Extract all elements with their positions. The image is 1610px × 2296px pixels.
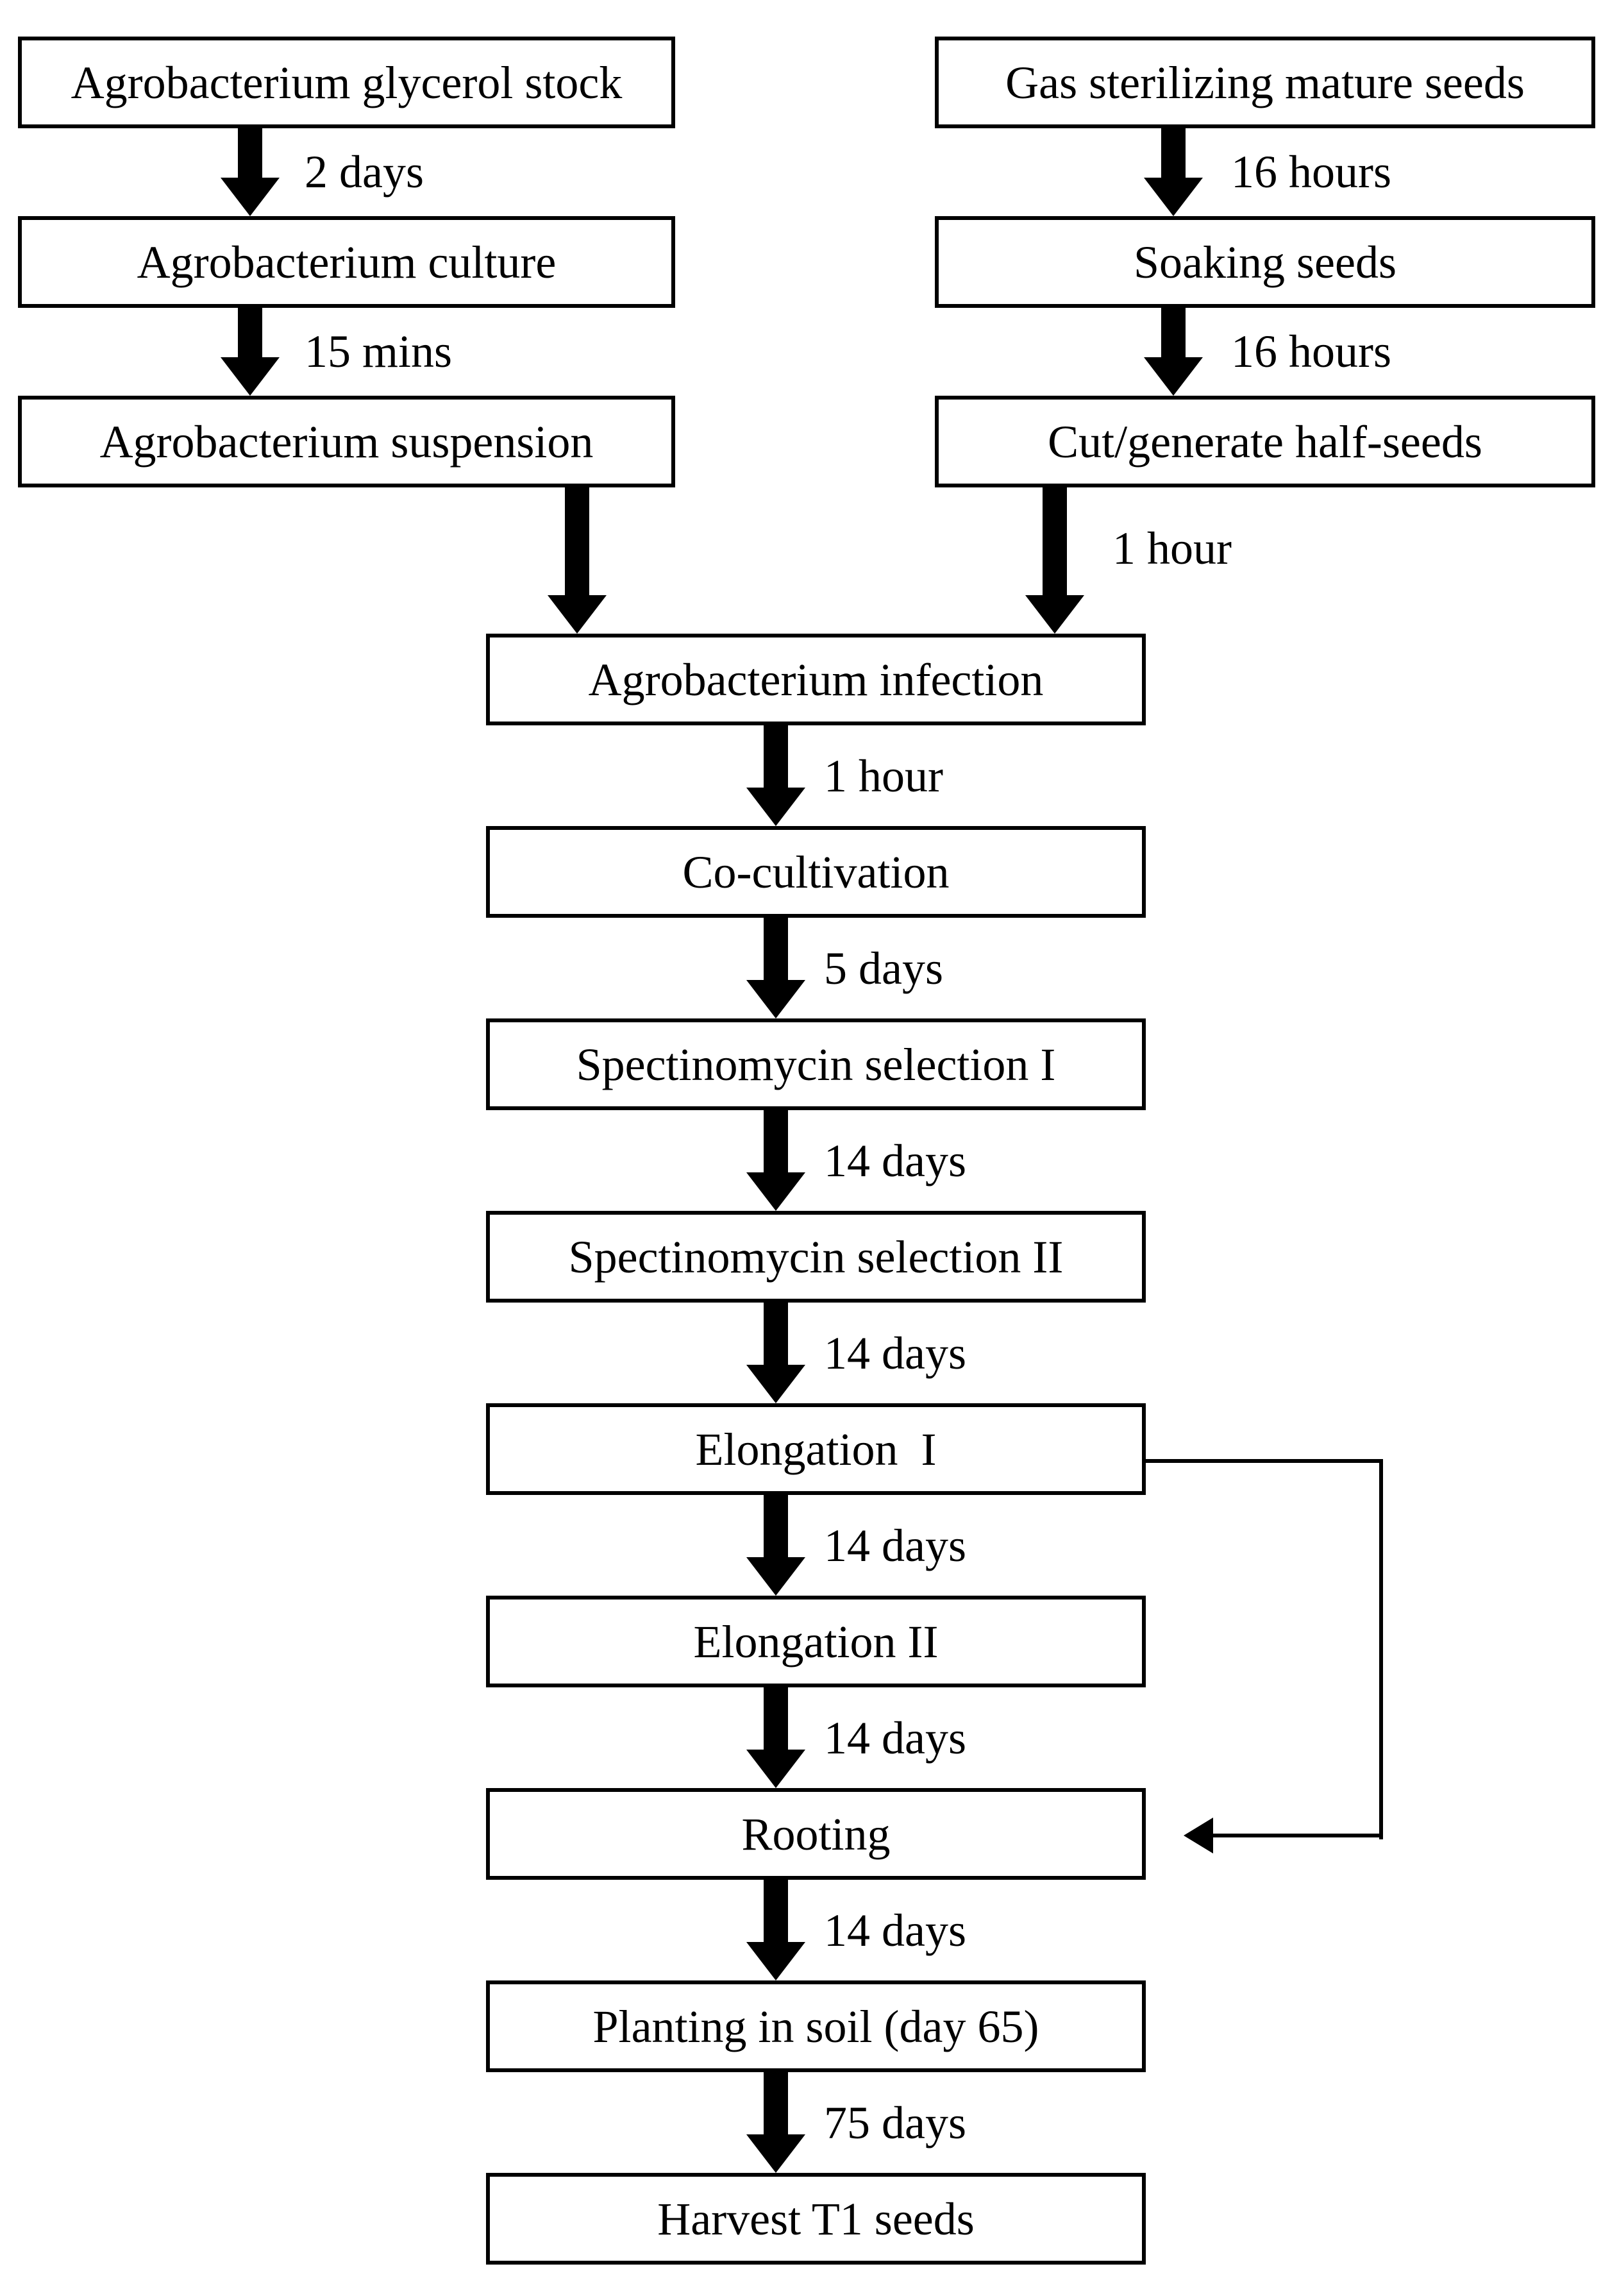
arrow-stem [764, 1495, 788, 1565]
down-arrow-icon [746, 1303, 805, 1403]
arrow-head [746, 1750, 805, 1788]
arrow-head [1144, 357, 1203, 396]
duration-label: 16 hours [1231, 146, 1391, 198]
arrow-stem [238, 308, 262, 365]
down-arrow-icon [746, 725, 805, 826]
down-arrow-icon [746, 2072, 805, 2173]
down-arrow-icon [221, 308, 280, 396]
arrow-head [746, 1172, 805, 1211]
node-elongation-1: Elongation I [486, 1403, 1146, 1495]
node-agrobacterium-glycerol-stock: Agrobacterium glycerol stock [18, 37, 675, 128]
duration-label: 14 days [824, 1135, 966, 1186]
arrow-stem [1161, 128, 1186, 185]
arrow-stem [764, 1880, 788, 1950]
arrow-stem [565, 487, 589, 603]
down-arrow-icon [1144, 128, 1203, 216]
node-spectinomycin-selection-1: Spectinomycin selection I [486, 1018, 1146, 1110]
node-harvest-t1-seeds: Harvest T1 seeds [486, 2173, 1146, 2265]
duration-label: 1 hour [824, 750, 943, 802]
node-agrobacterium-suspension: Agrobacterium suspension [18, 396, 675, 487]
duration-label: 15 mins [305, 326, 453, 377]
node-spectinomycin-selection-2: Spectinomycin selection II [486, 1211, 1146, 1303]
down-arrow-icon [746, 1880, 805, 1980]
duration-label: 14 days [824, 1905, 966, 1956]
duration-label: 5 days [824, 943, 943, 994]
arrow-head [746, 788, 805, 826]
left-arrow-head-icon [1184, 1818, 1213, 1853]
down-arrow-icon [746, 918, 805, 1018]
down-arrow-icon [746, 1495, 805, 1596]
arrow-stem [1161, 308, 1186, 365]
arrow-head [746, 1557, 805, 1596]
arrow-stem [764, 1687, 788, 1757]
duration-label: 1 hour [1112, 523, 1232, 574]
node-soaking-seeds: Soaking seeds [935, 216, 1595, 308]
arrow-head [746, 980, 805, 1018]
down-arrow-icon [221, 128, 280, 216]
node-co-cultivation: Co-cultivation [486, 826, 1146, 918]
loop-connector-vertical-segment [1379, 1459, 1383, 1839]
down-arrow-icon [548, 487, 607, 634]
arrow-head [221, 178, 280, 216]
down-arrow-icon [746, 1687, 805, 1788]
arrow-head [746, 1365, 805, 1403]
node-planting-in-soil: Planting in soil (day 65) [486, 1980, 1146, 2072]
loop-connector-top-segment [1146, 1459, 1383, 1463]
arrow-head [548, 595, 607, 634]
node-agrobacterium-culture: Agrobacterium culture [18, 216, 675, 308]
arrow-stem [764, 2072, 788, 2142]
node-gas-sterilizing-mature-seeds: Gas sterilizing mature seeds [935, 37, 1595, 128]
duration-label: 75 days [824, 2097, 966, 2148]
arrow-stem [764, 1110, 788, 1180]
down-arrow-icon [746, 1110, 805, 1211]
node-rooting: Rooting [486, 1788, 1146, 1880]
down-arrow-icon [1144, 308, 1203, 396]
duration-label: 16 hours [1231, 326, 1391, 377]
arrow-stem [764, 1303, 788, 1372]
arrow-head [746, 2134, 805, 2173]
arrow-head [1025, 595, 1084, 634]
duration-label: 14 days [824, 1328, 966, 1379]
arrow-stem [764, 918, 788, 988]
node-agrobacterium-infection: Agrobacterium infection [486, 634, 1146, 725]
arrow-head [1144, 178, 1203, 216]
loop-connector-bottom-segment [1212, 1834, 1383, 1837]
node-cut-generate-half-seeds: Cut/generate half-seeds [935, 396, 1595, 487]
arrow-stem [238, 128, 262, 185]
node-elongation-2: Elongation II [486, 1596, 1146, 1687]
down-arrow-icon [1025, 487, 1084, 634]
duration-label: 14 days [824, 1712, 966, 1764]
duration-label: 2 days [305, 146, 424, 198]
arrow-head [221, 357, 280, 396]
arrow-stem [1043, 487, 1067, 603]
duration-label: 14 days [824, 1520, 966, 1571]
arrow-head [746, 1942, 805, 1980]
arrow-stem [764, 725, 788, 795]
